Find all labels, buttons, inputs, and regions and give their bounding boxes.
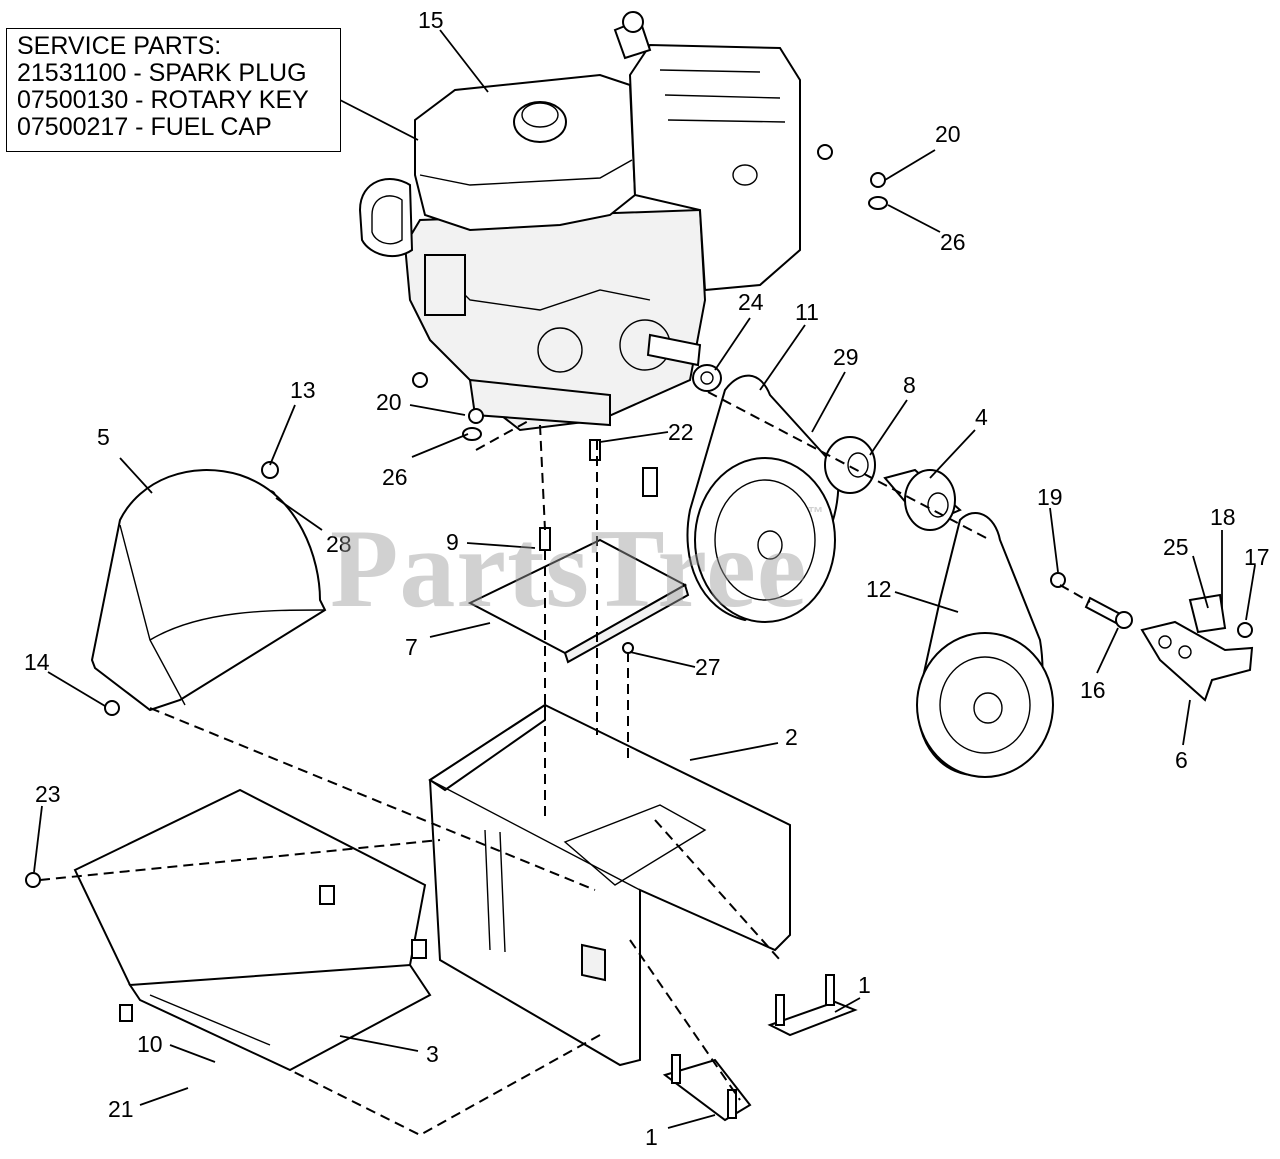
callout-28: 28 (326, 531, 352, 557)
callout-13: 13 (290, 377, 316, 403)
service-part-spark-plug: 21531100 - SPARK PLUG (17, 59, 307, 87)
frame-housing (428, 703, 791, 1067)
callout-27: 27 (695, 654, 721, 680)
engine-assembly (358, 11, 801, 432)
callout-6: 6 (1175, 747, 1188, 773)
callout-19: 19 (1037, 484, 1063, 510)
callout-20-lower: 20 (376, 389, 402, 415)
callout-20: 20 (935, 121, 961, 147)
service-part-fuel-cap: 07500217 - FUEL CAP (17, 113, 272, 141)
callout-14: 14 (24, 649, 50, 675)
callout-1-right: 1 (858, 972, 871, 998)
idler-bracket (1140, 593, 1254, 702)
callout-9: 9 (446, 529, 459, 555)
callout-7: 7 (405, 634, 418, 660)
service-parts-heading: SERVICE PARTS: (17, 32, 222, 60)
callout-18: 18 (1210, 504, 1236, 530)
callout-leaders (33, 29, 1256, 1129)
callout-10: 10 (137, 1031, 163, 1057)
skid-plate (73, 788, 432, 1072)
service-parts-box: SERVICE PARTS: 21531100 - SPARK PLUG 075… (6, 28, 341, 152)
callout-11: 11 (795, 299, 819, 325)
callout-21: 21 (108, 1096, 134, 1122)
callout-12: 12 (866, 576, 892, 602)
assembly-lines (39, 391, 1091, 1137)
mounting-plate (467, 538, 690, 664)
callout-16: 16 (1080, 677, 1106, 703)
hardware-nuts (25, 144, 1066, 888)
callout-8: 8 (903, 372, 916, 398)
callout-26-lower: 26 (382, 464, 408, 490)
parts-tree-watermark: PartsTree™ (330, 505, 825, 634)
callout-24: 24 (738, 289, 764, 315)
callout-1-bottom: 1 (645, 1124, 658, 1150)
callout-5: 5 (97, 424, 110, 450)
watermark-text: PartsTree (330, 507, 808, 631)
callout-17: 17 (1244, 544, 1270, 570)
callout-labels: 15 20 26 24 11 29 8 4 13 20 5 22 26 28 9… (24, 7, 1270, 1150)
trademark-mark: ™ (807, 505, 825, 522)
callout-22: 22 (668, 419, 694, 445)
pulley-and-belts (686, 364, 1133, 778)
frame-legs (662, 974, 858, 1122)
service-part-rotary-key: 07500130 - ROTARY KEY (17, 86, 309, 114)
callout-23: 23 (35, 781, 61, 807)
callout-26: 26 (940, 229, 966, 255)
callout-4: 4 (975, 404, 988, 430)
callout-3: 3 (426, 1041, 439, 1067)
callout-15: 15 (418, 7, 444, 33)
callout-29: 29 (833, 344, 859, 370)
callout-2: 2 (785, 724, 798, 750)
callout-25: 25 (1163, 534, 1189, 560)
belt-cover (90, 469, 327, 712)
